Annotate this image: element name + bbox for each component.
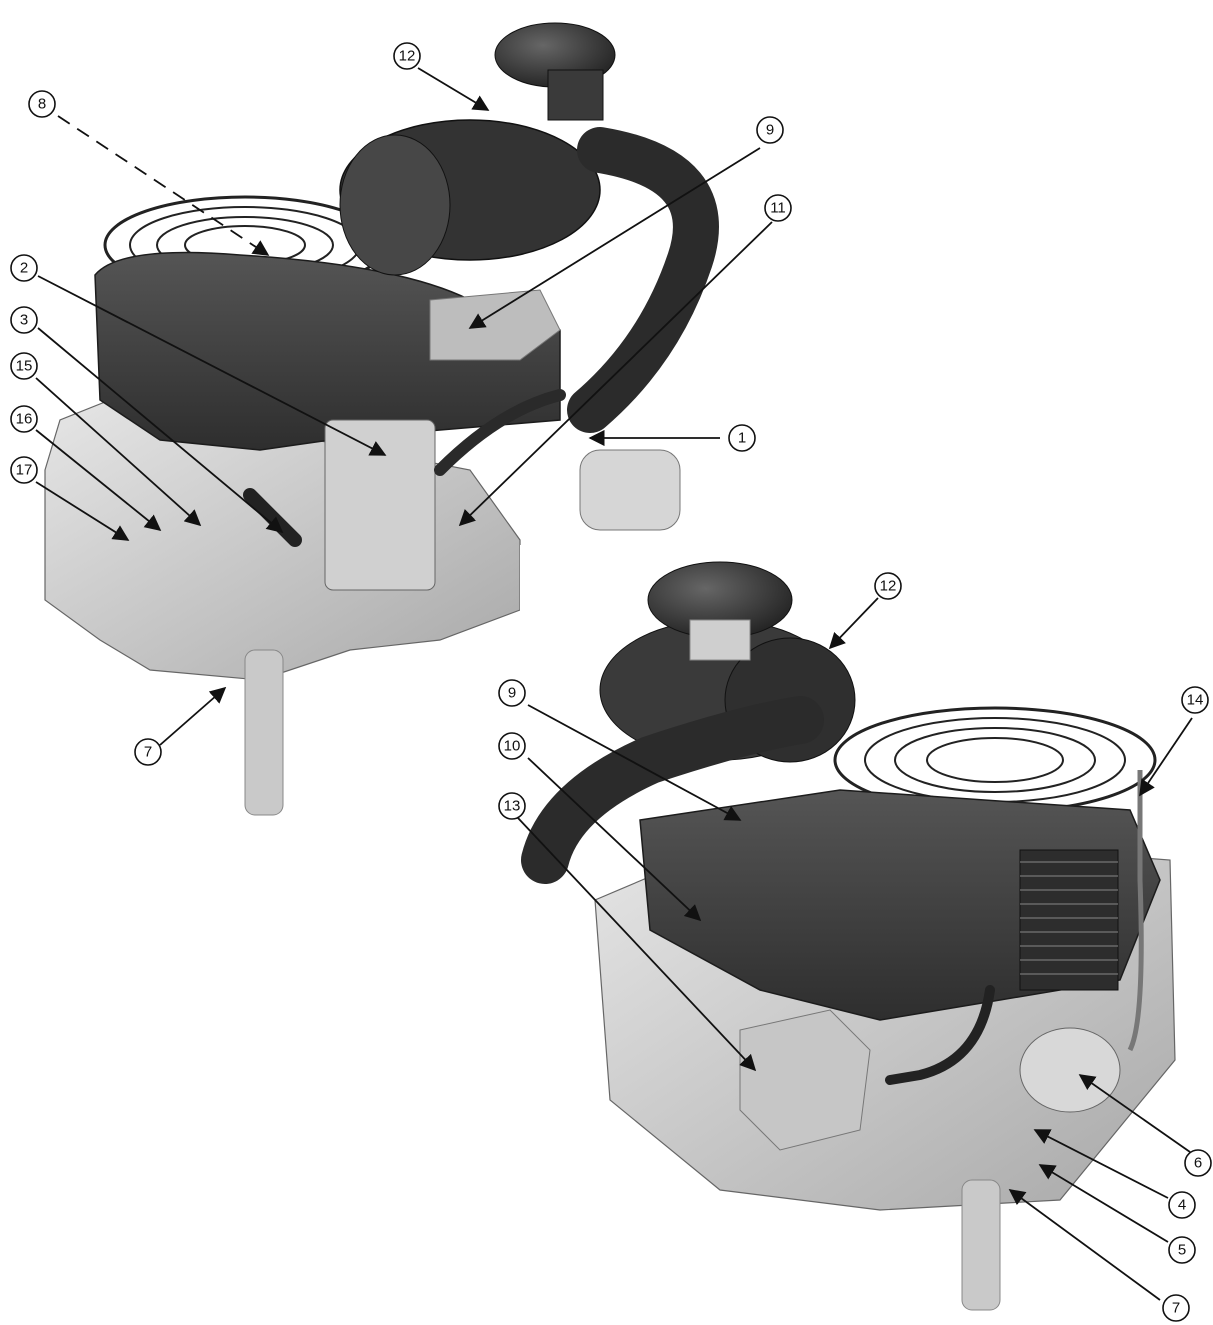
callout-10-bottom: 10 bbox=[498, 732, 526, 760]
callout-8-top: 8 bbox=[28, 90, 56, 118]
callout-11-top: 11 bbox=[764, 194, 792, 222]
callout-3-top: 3 bbox=[10, 306, 38, 334]
callout-label: 12 bbox=[399, 48, 416, 65]
callout-label: 16 bbox=[16, 411, 33, 428]
callout-14-bottom: 14 bbox=[1181, 686, 1209, 714]
callout-label: 10 bbox=[504, 738, 521, 755]
callout-7-top: 7 bbox=[134, 738, 162, 766]
callout-15-top: 15 bbox=[10, 352, 38, 380]
engine-view-top bbox=[44, 22, 719, 816]
callout-label: 7 bbox=[144, 744, 152, 761]
callout-label: 8 bbox=[38, 96, 46, 113]
callout-7-bottom: 7 bbox=[1162, 1294, 1190, 1322]
callout-9-top: 9 bbox=[756, 116, 784, 144]
oil-filter-bottom bbox=[1019, 1027, 1121, 1113]
leader-lines bbox=[35, 67, 1193, 1301]
callout-label: 7 bbox=[1172, 1300, 1180, 1317]
callout-12-top: 12 bbox=[393, 42, 421, 70]
callout-13-bottom: 13 bbox=[498, 792, 526, 820]
callout-5-bottom: 5 bbox=[1168, 1236, 1196, 1264]
callout-label: 13 bbox=[504, 798, 521, 815]
callout-label: 4 bbox=[1178, 1197, 1186, 1214]
callout-label: 9 bbox=[766, 122, 774, 139]
callout-label: 12 bbox=[880, 578, 897, 595]
access-cover-top bbox=[324, 419, 436, 591]
carburetor-bottom bbox=[739, 1009, 871, 1151]
callout-label: 6 bbox=[1194, 1155, 1202, 1172]
callout-16-top: 16 bbox=[10, 405, 38, 433]
oil-cooler-bottom bbox=[1019, 849, 1119, 991]
intake-manifold-top bbox=[429, 289, 561, 361]
engine-view-bottom bbox=[521, 561, 1176, 1311]
crankshaft-bottom bbox=[961, 1179, 1001, 1311]
dipstick-tube-bottom bbox=[1127, 770, 1144, 1052]
callout-1-top: 1 bbox=[728, 424, 756, 452]
callout-label: 1 bbox=[738, 430, 746, 447]
starter-top bbox=[579, 449, 681, 531]
callout-label: 3 bbox=[20, 312, 28, 329]
callout-label: 5 bbox=[1178, 1242, 1186, 1259]
callout-9-bottom: 9 bbox=[498, 679, 526, 707]
crankshaft-top bbox=[244, 649, 284, 816]
intake-hose-top bbox=[567, 127, 719, 433]
intake-hose-bottom bbox=[521, 696, 824, 884]
callout-label: 15 bbox=[16, 358, 33, 375]
callout-label: 11 bbox=[770, 200, 786, 217]
callout-12-bottom: 12 bbox=[874, 572, 902, 600]
callout-2-top: 2 bbox=[10, 254, 38, 282]
callout-17-top: 17 bbox=[10, 456, 38, 484]
callout-6-bottom: 6 bbox=[1184, 1149, 1212, 1177]
callout-label: 14 bbox=[1187, 692, 1204, 709]
callout-label: 2 bbox=[20, 260, 28, 277]
callout-4-bottom: 4 bbox=[1168, 1191, 1196, 1219]
callout-label: 17 bbox=[16, 462, 33, 479]
callout-label: 9 bbox=[508, 685, 516, 702]
